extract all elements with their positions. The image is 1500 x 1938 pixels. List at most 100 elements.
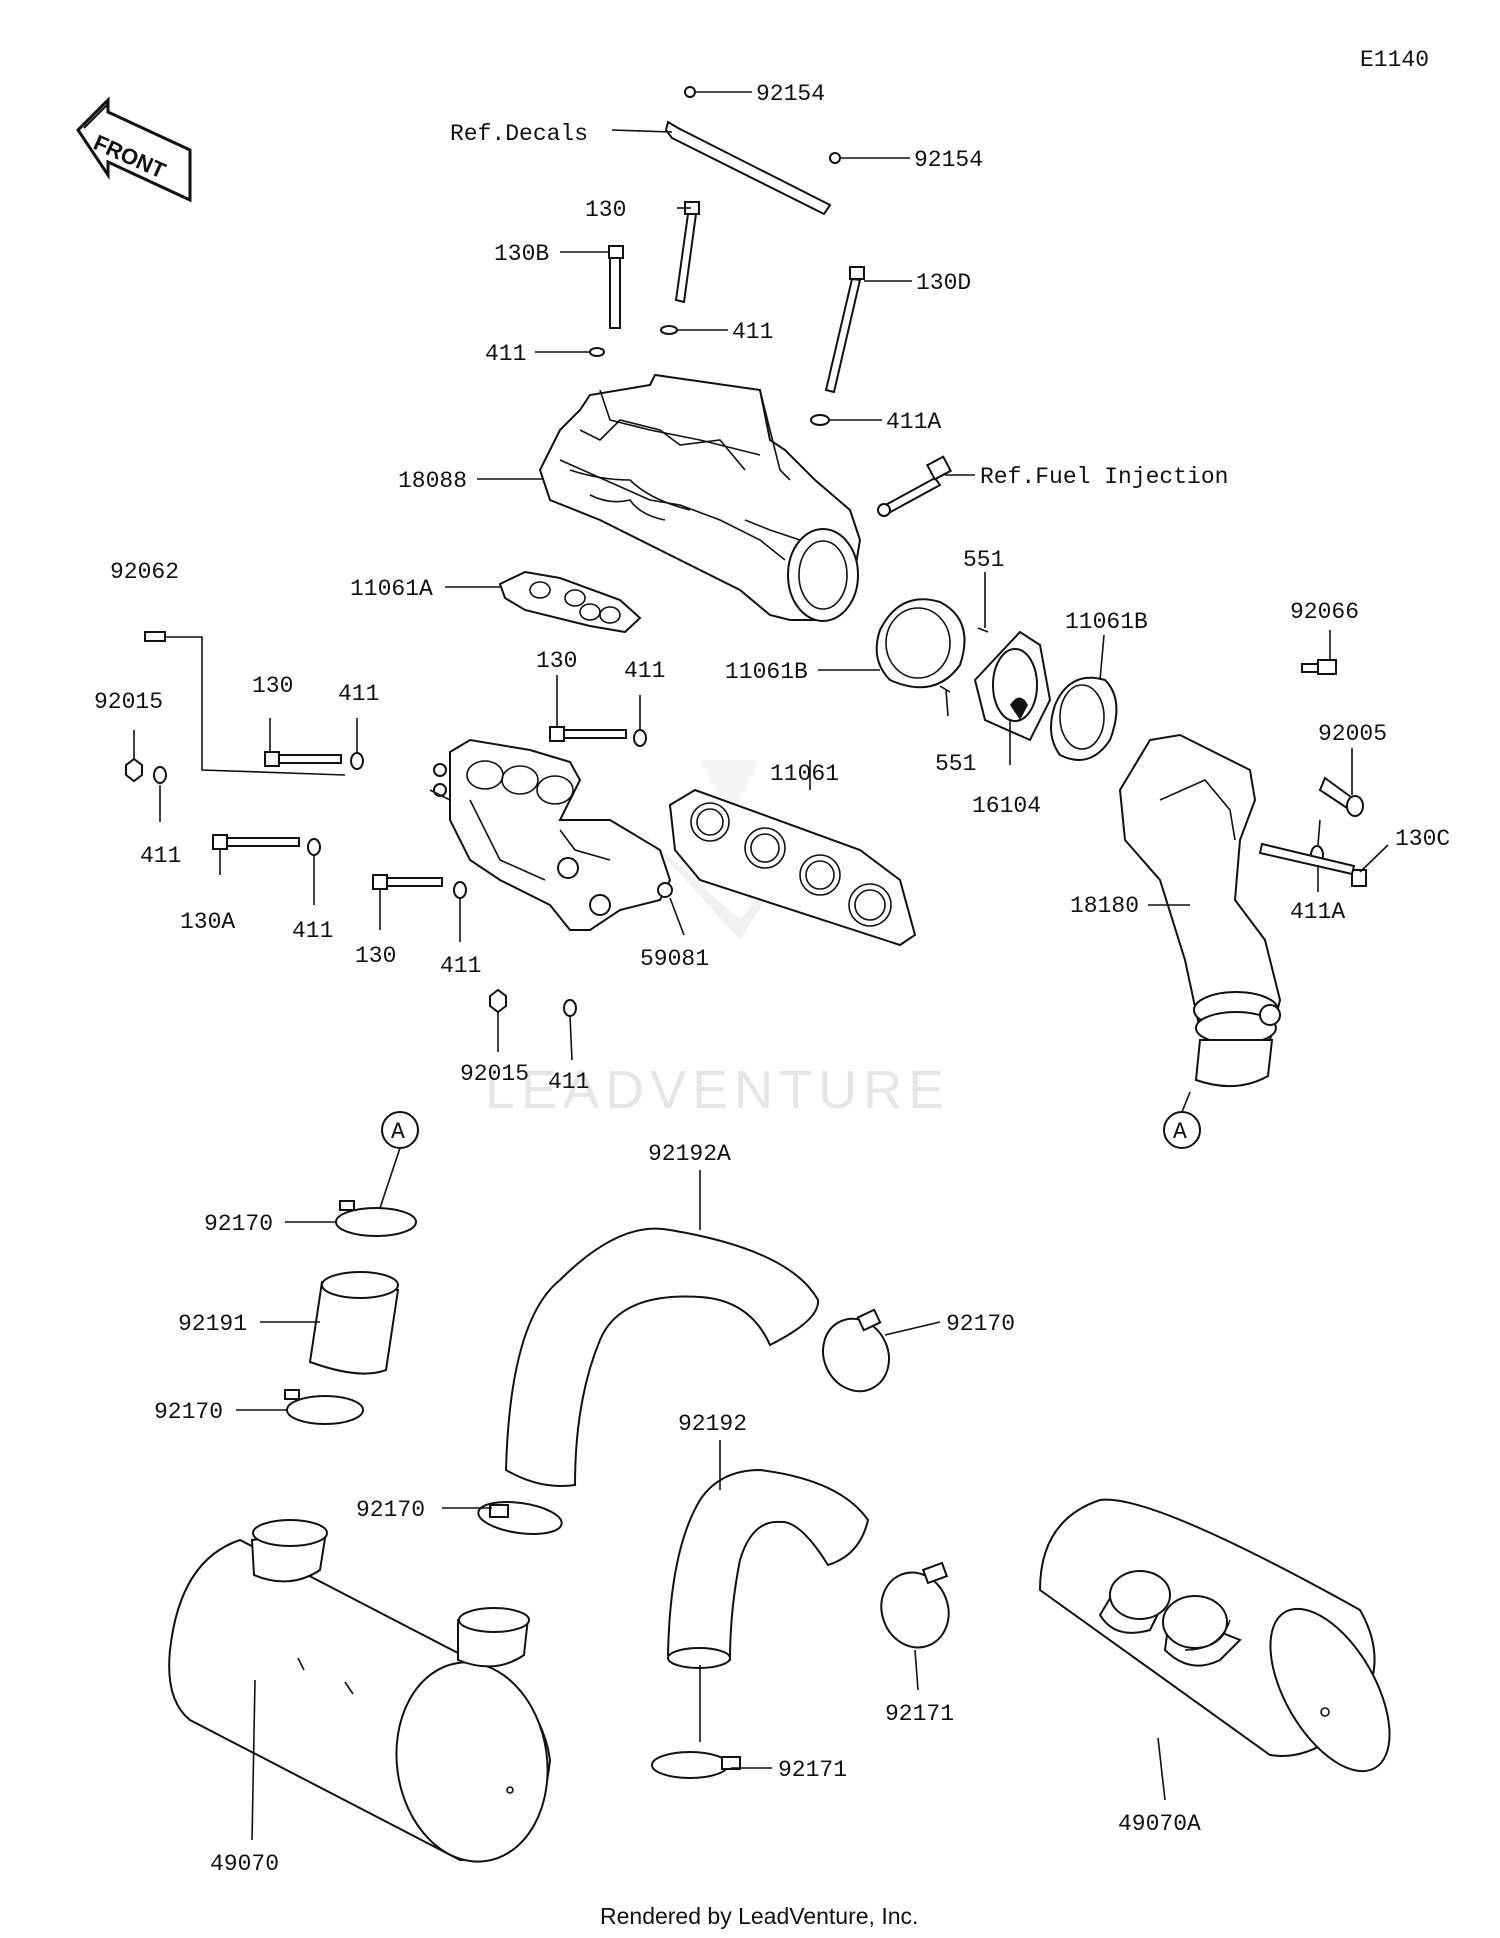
label-411-c: 411 [140,843,181,869]
callout-a-left: A [381,1111,419,1149]
label-130-low: 130 [355,943,396,969]
label-92154-a: 92154 [756,81,825,107]
diagram-code: E1140 [1360,47,1429,73]
label-411-h: 411 [548,1069,589,1095]
label-92015-a: 92015 [94,689,163,715]
label-11061a: 11061A [350,576,433,602]
screw-92154-a [684,86,696,98]
housing-16104 [973,630,1052,742]
washer-411a-top [810,414,830,426]
nut-92015-b [489,988,507,1014]
label-92066: 92066 [1290,599,1359,625]
label-130d: 130D [916,270,971,296]
label-ref-decals: Ref.Decals [450,121,588,147]
label-130c: 130C [1395,826,1450,852]
clamp-92171-a [651,1751,741,1779]
label-92192: 92192 [678,1411,747,1437]
label-411-g: 411 [440,953,481,979]
pin-551-a [977,627,989,633]
label-130-mid2: 130 [536,648,577,674]
label-92192a: 92192A [648,1141,731,1167]
elbow-18180 [1118,733,1282,1088]
hose-92191 [308,1271,400,1375]
gasket-11061 [668,788,917,947]
clamp-92170-b [284,1389,364,1425]
callout-a-top: A [1163,1111,1201,1149]
label-411-b: 411 [732,319,773,345]
footer-credit: Rendered by LeadVenture, Inc. [600,1903,918,1929]
washer-411-e [633,729,647,747]
label-551-a: 551 [963,547,1004,573]
label-130b: 130B [494,241,549,267]
label-411-a: 411 [485,341,526,367]
label-411a-right: 411A [1290,899,1345,925]
decal-plate [664,120,832,216]
leader-lines [133,91,1389,1841]
washer-411-f [307,838,321,856]
bolt-130-top [674,201,700,304]
label-130-mid: 130 [252,673,293,699]
label-49070a: 49070A [1118,1811,1201,1837]
bolt-130b [608,245,624,329]
sensor-fuel [877,455,953,517]
label-551-b: 551 [935,751,976,777]
gasket-11061b-right [1050,676,1118,761]
front-arrow-icon: FRONT [76,96,192,203]
label-11061b-left: 11061B [725,659,808,685]
clamp-92170-c [822,1308,890,1393]
label-11061b-right: 11061B [1065,609,1148,635]
screw-92062 [144,631,166,642]
label-92171-b: 92171 [885,1701,954,1727]
label-18180: 18180 [1070,893,1139,919]
bolt-130-mid2 [549,726,627,742]
gasket-11061b-left [875,598,966,689]
label-59081: 59081 [640,946,709,972]
manifold-lower [429,738,673,931]
label-92015-b: 92015 [460,1061,529,1087]
bolt-130c [1258,842,1367,887]
label-92062: 92062 [110,559,179,585]
label-92170-c: 92170 [946,1311,1015,1337]
bolt-130-mid [264,751,342,767]
washer-411-b [660,325,678,335]
muffler-49070 [168,1519,552,1863]
hose-92192 [666,1468,870,1669]
part-labels: 92154 Ref.Decals 92154 130 130B 130D 411… [94,81,1450,1877]
manifold-18088 [538,373,862,622]
bolt-92066 [1301,659,1337,675]
label-130-top: 130 [585,197,626,223]
clamp-92170-a [335,1200,417,1237]
label-411-f: 411 [292,918,333,944]
label-92191: 92191 [178,1311,247,1337]
clamp-92170-d [477,1501,563,1535]
fitting-92005 [1318,776,1364,817]
hose-92192a [504,1227,820,1487]
label-ref-fuel-injection: Ref.Fuel Injection [980,464,1228,490]
pin-551-b [939,685,951,693]
washer-411-g [453,881,467,899]
label-92171-a: 92171 [778,1757,847,1783]
washer-411-c [153,766,167,784]
label-92170-a: 92170 [204,1211,273,1237]
screw-92154-b [829,152,841,164]
watermark: LEADVENTURE [485,760,950,1120]
label-92170-d: 92170 [356,1497,425,1523]
bolt-130a [212,834,300,850]
bolt-130d [824,266,865,394]
svg-text:A: A [1173,1119,1187,1145]
washer-411-d [350,752,364,770]
bolt-130-low [372,874,443,890]
washer-411-a [589,347,605,357]
muffler-49070a [1038,1498,1391,1773]
label-16104: 16104 [972,793,1041,819]
gasket-11061a [498,570,642,634]
label-92170-b: 92170 [154,1399,223,1425]
label-130a: 130A [180,909,235,935]
watermark-text: LEADVENTURE [485,1060,950,1120]
clamp-92171-b [880,1561,950,1649]
label-11061: 11061 [770,761,839,787]
label-92154-b: 92154 [914,147,983,173]
nut-92015-a [125,757,143,783]
label-411a-top: 411A [886,409,941,435]
